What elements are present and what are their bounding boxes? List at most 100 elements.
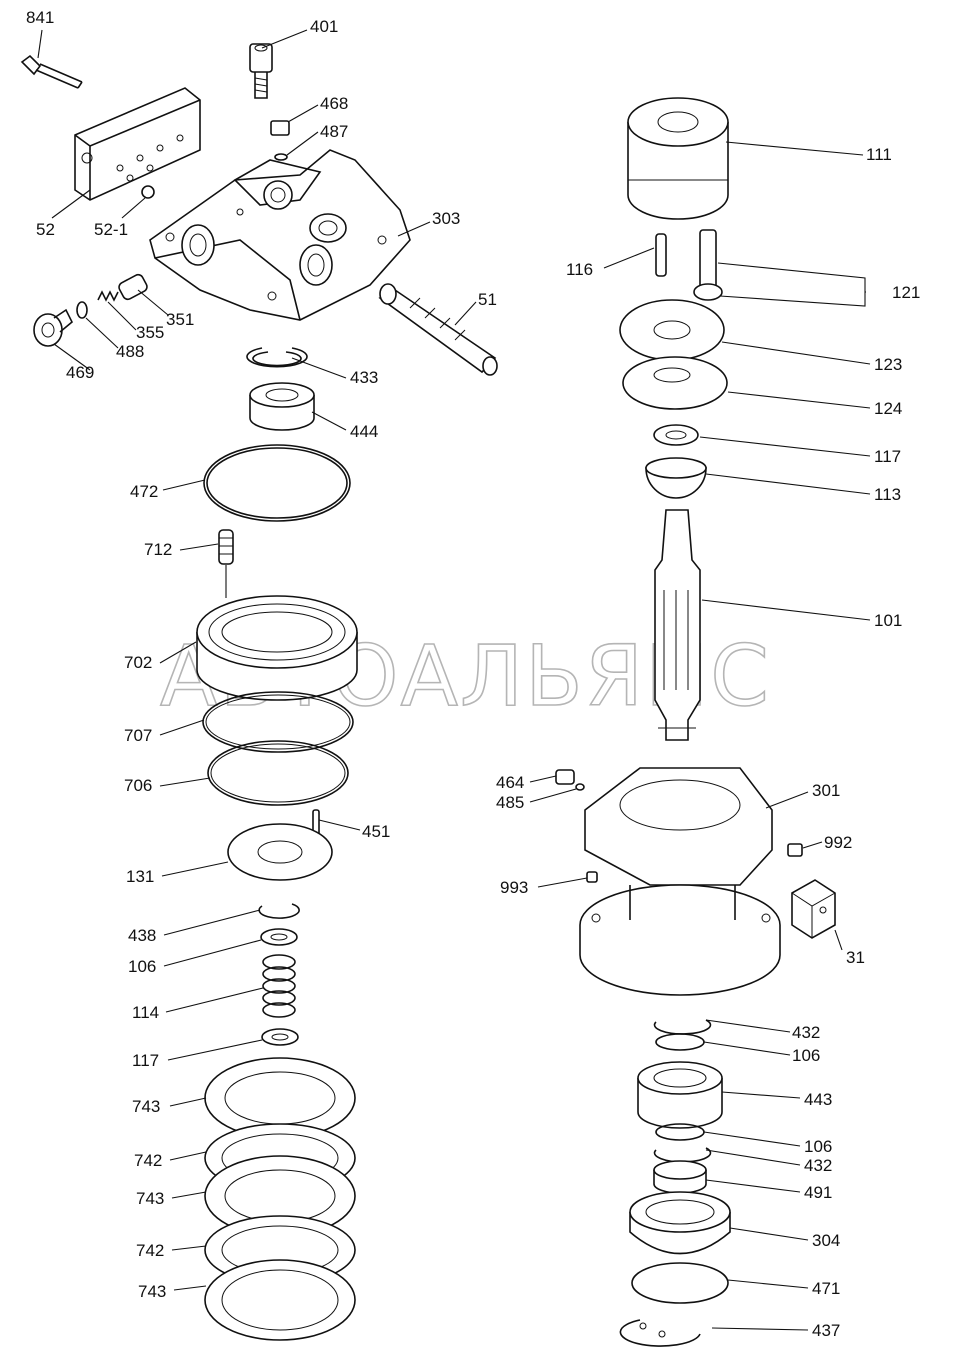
label-355: 355 (136, 323, 164, 342)
label-743-2: 743 (136, 1189, 164, 1208)
part-487-o-ring (274, 153, 288, 161)
part-992-plug (787, 843, 803, 857)
label-351: 351 (166, 310, 194, 329)
label-111: 111 (866, 145, 892, 164)
part-117-washer-right (653, 424, 699, 446)
part-106-washer-left (260, 928, 298, 946)
label-106-right-lower: 106 (804, 1137, 832, 1156)
part-101-drive-shaft (654, 509, 701, 741)
part-124-shoe-plate (622, 356, 728, 410)
part-52-1-o-ring (141, 185, 155, 199)
label-117-right: 117 (874, 447, 901, 466)
label-487: 487 (320, 122, 348, 141)
part-121-piston (693, 229, 723, 301)
part-labels: 841 401 468 487 52 52-1 303 51 351 355 4… (26, 8, 920, 1340)
part-485-o-ring (575, 783, 585, 791)
part-432-snap-ring-lower (653, 1147, 712, 1163)
label-702: 702 (124, 653, 152, 672)
label-471: 471 (812, 1279, 840, 1298)
label-438: 438 (128, 926, 156, 945)
part-301-casing (579, 767, 781, 996)
label-742-2: 742 (136, 1241, 164, 1260)
label-743-3: 743 (138, 1282, 166, 1301)
label-742-1: 742 (134, 1151, 162, 1170)
label-304: 304 (812, 1231, 840, 1250)
label-472: 472 (130, 482, 158, 501)
part-351-plunger (118, 273, 148, 301)
part-131-valve-plate (227, 823, 333, 881)
part-706-seal-ring (207, 740, 349, 806)
label-451: 451 (362, 822, 390, 841)
part-303-housing (149, 149, 411, 321)
part-702-brake-piston (196, 595, 358, 701)
label-993: 993 (500, 878, 528, 897)
label-52: 52 (36, 220, 55, 239)
part-743-friction-plate-3 (204, 1259, 356, 1341)
label-124: 124 (874, 399, 902, 418)
label-121: 121 (892, 283, 920, 302)
part-114-spring (262, 954, 296, 1018)
label-303: 303 (432, 209, 460, 228)
part-106-washer-right-upper (655, 1033, 705, 1051)
label-123: 123 (874, 355, 902, 374)
label-301: 301 (812, 781, 840, 800)
label-707: 707 (124, 726, 152, 745)
label-114: 114 (132, 1003, 159, 1022)
label-51: 51 (478, 290, 497, 309)
label-432-lower: 432 (804, 1156, 832, 1175)
label-464: 464 (496, 773, 524, 792)
part-304-cover (629, 1191, 731, 1255)
label-841: 841 (26, 8, 54, 27)
part-113-spherical-bushing (645, 457, 707, 499)
part-469-plug (33, 308, 73, 347)
part-472-o-ring (203, 444, 351, 522)
part-31-valve-block (791, 879, 836, 939)
label-106-left: 106 (128, 957, 156, 976)
part-51-spool (378, 283, 498, 376)
label-113: 113 (874, 485, 901, 504)
label-432-upper: 432 (792, 1023, 820, 1042)
label-106-right-upper: 106 (792, 1046, 820, 1065)
label-443: 443 (804, 1090, 832, 1109)
label-116: 116 (566, 260, 593, 279)
part-491-seal (653, 1160, 707, 1194)
label-433: 433 (350, 368, 378, 387)
label-992: 992 (824, 833, 852, 852)
part-401-socket-screw (249, 43, 273, 99)
part-464-plug (555, 769, 575, 785)
part-433-snap-ring (246, 347, 308, 368)
part-712-spring (218, 529, 234, 565)
part-52-valve-block (74, 87, 201, 201)
label-52-1: 52-1 (94, 220, 128, 239)
part-117-washer-left (261, 1028, 299, 1046)
part-116-pin (655, 233, 667, 277)
label-743-1: 743 (132, 1097, 160, 1116)
part-468-plug (270, 120, 290, 136)
label-706: 706 (124, 776, 152, 795)
part-355-spring (97, 290, 119, 302)
part-993-plug (586, 871, 598, 883)
label-491: 491 (804, 1183, 832, 1202)
label-437: 437 (812, 1321, 840, 1340)
label-468: 468 (320, 94, 348, 113)
part-437-snap-ring (619, 1319, 701, 1347)
part-438-snap-ring (258, 903, 300, 919)
label-485: 485 (496, 793, 524, 812)
part-841-bolt (20, 54, 83, 89)
label-101: 101 (874, 611, 902, 630)
label-488: 488 (116, 342, 144, 361)
part-432-snap-ring-upper (653, 1019, 712, 1035)
label-444: 444 (350, 422, 378, 441)
part-444-bearing (249, 382, 315, 431)
part-707-seal-ring (202, 691, 354, 753)
label-117-left: 117 (132, 1051, 159, 1070)
leader-lines (37, 29, 871, 1331)
label-712: 712 (144, 540, 172, 559)
label-131: 131 (126, 867, 154, 886)
part-111-cylinder-block (627, 97, 729, 220)
part-471-o-ring (631, 1262, 729, 1304)
label-469: 469 (66, 363, 94, 382)
label-31: 31 (846, 948, 865, 967)
